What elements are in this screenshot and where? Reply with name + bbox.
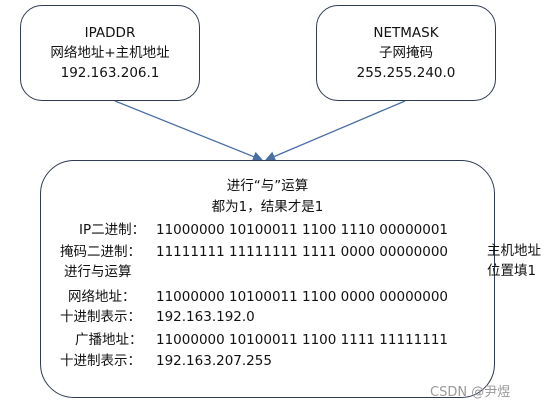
row-label-broadcast-decimal: 十进制表示： bbox=[60, 353, 141, 369]
netmask-title: NETMASK bbox=[373, 25, 439, 41]
row-label-mask-binary: 掩码二进制： bbox=[60, 244, 141, 260]
operation-rule: 都为1，结果才是1 bbox=[211, 199, 324, 215]
side-note-line2: 位置填1 bbox=[487, 263, 537, 279]
operation-title: 进行“与”运算 bbox=[226, 178, 309, 194]
row-value-broadcast-decimal: 192.163.207.255 bbox=[156, 353, 272, 369]
ipaddr-desc: 网络地址+主机地址 bbox=[50, 45, 170, 61]
row-value-network-decimal: 192.163.192.0 bbox=[156, 309, 255, 325]
ipaddr-value: 192.163.206.1 bbox=[60, 65, 160, 81]
netmask-box bbox=[316, 5, 496, 101]
ipaddr-box bbox=[20, 5, 200, 101]
row-value-broadcast-address: 11000000 10100011 1100 1111 11111111 bbox=[156, 332, 449, 348]
row-label-and-operation: 进行与运算 bbox=[64, 264, 132, 280]
netmask-value: 255.255.240.0 bbox=[356, 65, 456, 81]
side-note-line1: 主机地址 bbox=[487, 243, 541, 259]
ipaddr-title: IPADDR bbox=[84, 25, 136, 41]
row-label-ip-binary: IP二进制： bbox=[79, 222, 146, 238]
ip-to-and-arrow bbox=[114, 100, 264, 162]
row-label-broadcast-address: 广播地址： bbox=[75, 332, 143, 348]
row-value-network-address: 11000000 10100011 1100 0000 00000000 bbox=[156, 289, 449, 305]
row-label-network-decimal: 十进制表示： bbox=[60, 309, 141, 325]
row-value-mask-binary: 11111111 11111111 1111 0000 00000000 bbox=[156, 244, 449, 260]
row-value-ip-binary: 11000000 10100011 1100 1110 00000001 bbox=[156, 222, 449, 238]
netmask-desc: 子网掩码 bbox=[379, 45, 433, 61]
watermark: CSDN @尹煜 bbox=[430, 385, 511, 400]
mask-to-and-arrow bbox=[264, 100, 406, 162]
row-label-network-address: 网络地址： bbox=[68, 289, 136, 305]
and-operation-box bbox=[40, 160, 495, 398]
